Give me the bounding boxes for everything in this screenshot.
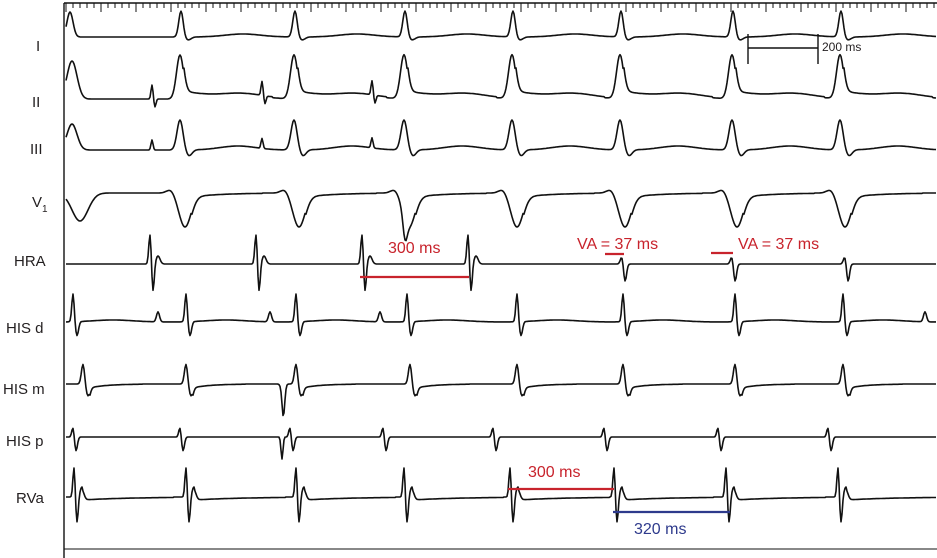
trace-his-m [66,363,936,417]
hra-interval-label: 300 ms [388,240,440,257]
trace-lead-i [65,10,936,41]
scale-bar-label: 200 ms [822,40,861,54]
lead-label-i: I [36,38,40,55]
lead-label-his-p: HIS p [6,433,44,450]
scale-bar: 200 ms [747,34,861,64]
trace-lead-ii [65,53,937,108]
rva-return-label: 320 ms [634,521,686,538]
lead-label-his-d: HIS d [6,320,44,337]
trace-rva [66,467,936,523]
trace-his-d [66,293,936,337]
trace-lead-v1 [65,189,936,242]
lead-label-v1: V1 [32,194,48,215]
lead-label-ii: II [32,94,40,111]
lead-label-his-m: HIS m [3,381,45,398]
va-second-label: VA = 37 ms [738,236,819,253]
time-ticks [65,3,935,12]
lead-label-rva: RVa [16,490,44,507]
lead-label-hra: HRA [14,253,46,270]
trace-his-p [66,427,936,460]
rva-interval-label: 300 ms [528,464,580,481]
trace-hra [66,234,936,292]
va-first-label: VA = 37 ms [577,236,658,253]
lead-label-iii: III [30,141,43,158]
trace-lead-iii [65,119,937,157]
